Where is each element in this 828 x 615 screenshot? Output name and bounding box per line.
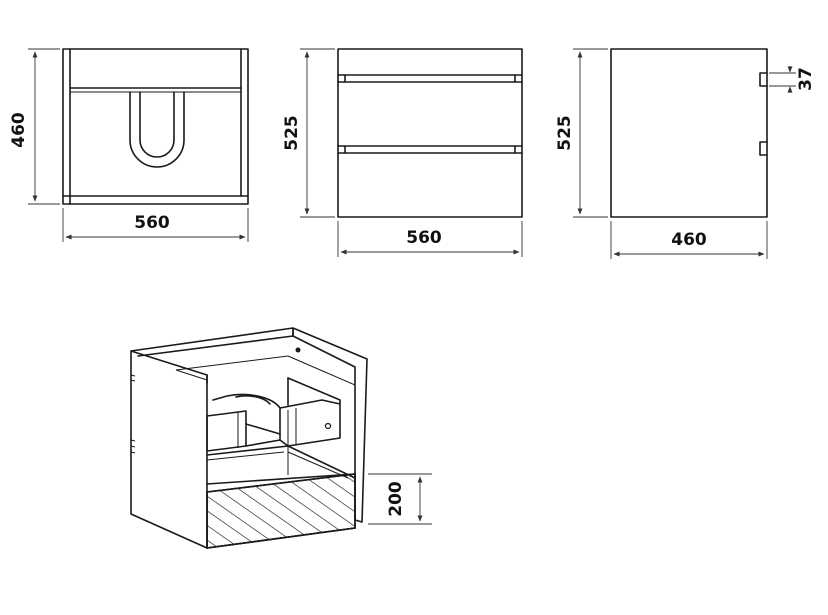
profile-depth-label: 460	[671, 230, 707, 250]
handle-gap-dimension: 37	[769, 66, 816, 93]
front-width-label: 560	[134, 213, 170, 233]
front-height-dimension: 460	[9, 48, 60, 205]
profile-height-label: 525	[555, 115, 575, 151]
side-profile-view: 525 460 37	[555, 48, 816, 259]
front-height-label: 460	[9, 112, 29, 148]
iso-drawer-height-dimension: 200	[368, 473, 432, 525]
isometric-view: 200	[130, 327, 432, 549]
handle-gap-label: 37	[796, 67, 816, 91]
front-width-dimension: 560	[62, 208, 249, 242]
drawer-height-label: 525	[282, 115, 302, 151]
lower-drawer-front	[206, 473, 356, 549]
drawer-front-view: 525 560	[282, 48, 523, 257]
profile-height-dimension: 525	[555, 48, 608, 218]
iso-drawer-height-label: 200	[386, 481, 406, 517]
front-view: 460 560	[9, 48, 249, 242]
drawer-height-dimension: 525	[282, 48, 335, 218]
drawer-width-dimension: 560	[337, 221, 523, 257]
profile-depth-dimension: 460	[610, 221, 768, 259]
drawer-width-label: 560	[406, 228, 442, 248]
